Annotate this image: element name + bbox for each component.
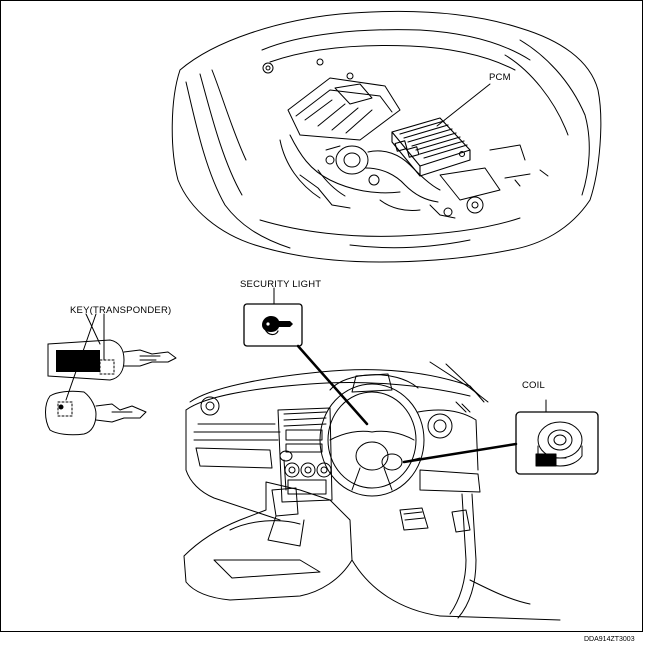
key-transponder-label: KEY(TRANSPONDER) (70, 305, 172, 316)
car-key-icon (262, 316, 293, 336)
dashboard-illustration (183, 361, 561, 621)
pcm-label: PCM (489, 72, 511, 83)
security-light-label: SECURITY LIGHT (240, 279, 322, 290)
coil-callout (402, 399, 599, 475)
ignition-coil-icon (535, 421, 583, 467)
pcm-unit-icon (391, 117, 471, 177)
coil-label: COIL (522, 380, 545, 391)
figure-code: DDA914ZT3003 (584, 636, 635, 643)
diagram-frame (0, 0, 643, 632)
key-transponder-illustration (45, 313, 177, 436)
engine-bay-illustration (171, 10, 602, 263)
security-light-callout (243, 287, 369, 426)
